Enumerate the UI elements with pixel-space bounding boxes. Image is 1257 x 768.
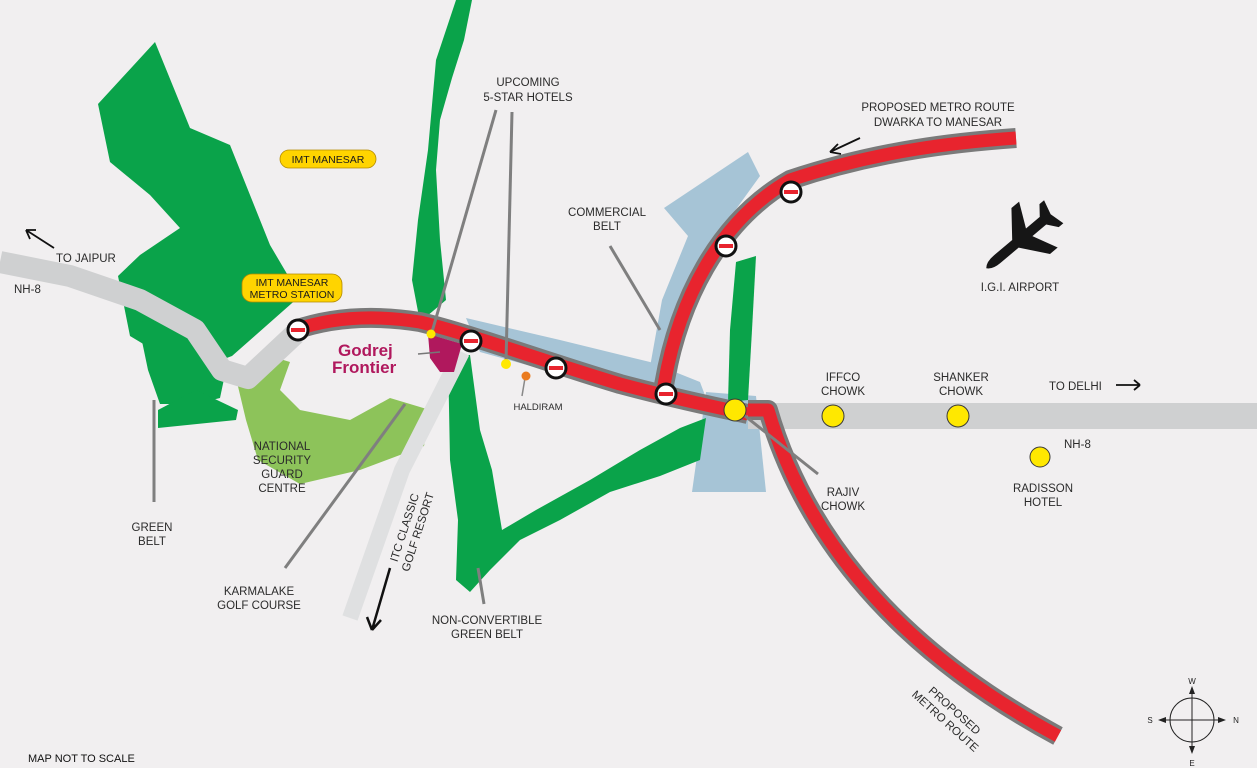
airplane-icon: [986, 200, 1064, 269]
svg-text:SECURITY: SECURITY: [253, 455, 311, 467]
svg-text:UPCOMING: UPCOMING: [496, 77, 559, 89]
svg-text:GOLF COURSE: GOLF COURSE: [217, 600, 301, 612]
svg-text:I.G.I. AIRPORT: I.G.I. AIRPORT: [981, 282, 1059, 294]
svg-text:GREEN: GREEN: [132, 522, 173, 534]
svg-text:NON-CONVERTIBLE: NON-CONVERTIBLE: [432, 615, 543, 627]
nh8-highway-west: [0, 251, 303, 389]
map-labels: TO JAIPUR NH-8 UPCOMING 5-STAR HOTELS PR…: [14, 77, 1102, 755]
godrej-frontier-label-line2: Frontier: [332, 358, 397, 377]
svg-text:RADISSON: RADISSON: [1013, 483, 1073, 495]
svg-text:COMMERCIAL: COMMERCIAL: [568, 207, 647, 219]
svg-text:NH-8: NH-8: [1064, 439, 1091, 451]
imt-manesar-badge: IMT MANESAR: [279, 149, 377, 169]
arrow-icon: [25, 137, 1141, 391]
map-not-to-scale-note: MAP NOT TO SCALE: [28, 753, 135, 765]
imt-manesar-metro-station-badge: IMT MANESAR METRO STATION: [241, 273, 343, 303]
svg-text:GUARD: GUARD: [261, 469, 303, 481]
godrej-frontier-plot: [428, 334, 462, 372]
metro-station-icon: [286, 180, 803, 406]
svg-text:BELT: BELT: [138, 536, 166, 548]
svg-text:CHOWK: CHOWK: [821, 501, 865, 513]
svg-text:N: N: [1233, 716, 1239, 725]
svg-text:SHANKER: SHANKER: [933, 372, 989, 384]
svg-text:NH-8: NH-8: [14, 284, 41, 296]
karmalake-golf-course-area: [236, 356, 430, 484]
svg-text:RAJIV: RAJIV: [827, 487, 860, 499]
svg-text:PROPOSED METRO ROUTE: PROPOSED METRO ROUTE: [861, 102, 1015, 114]
location-marker-icons: [426, 329, 1051, 468]
compass-rose-icon: W E S N: [1147, 677, 1239, 768]
svg-text:CHOWK: CHOWK: [939, 386, 983, 398]
svg-text:GREEN BELT: GREEN BELT: [451, 629, 523, 641]
svg-text:KARMALAKE: KARMALAKE: [224, 586, 295, 598]
svg-text:HALDIRAM: HALDIRAM: [513, 402, 562, 413]
itc-direction-arrow: [365, 567, 392, 631]
svg-text:IMT MANESAR: IMT MANESAR: [292, 154, 365, 166]
svg-text:CHOWK: CHOWK: [821, 386, 865, 398]
godrej-frontier-label-line1: Godrej: [338, 341, 393, 360]
svg-text:CENTRE: CENTRE: [258, 483, 306, 495]
svg-text:BELT: BELT: [593, 221, 621, 233]
svg-text:E: E: [1189, 759, 1194, 768]
svg-text:DWARKA TO MANESAR: DWARKA TO MANESAR: [874, 117, 1002, 129]
svg-text:S: S: [1147, 716, 1152, 725]
svg-text:W: W: [1188, 677, 1196, 686]
svg-text:METRO STATION: METRO STATION: [250, 289, 335, 301]
svg-text:IFFCO: IFFCO: [826, 372, 861, 384]
itc-golf-resort-road: [342, 348, 470, 621]
svg-text:HOTEL: HOTEL: [1024, 497, 1063, 509]
label-pointer-lines: [152, 109, 819, 605]
haldiram-pointer: [521, 377, 526, 397]
godrej-frontier-pointer: [417, 351, 441, 355]
svg-text:5-STAR HOTELS: 5-STAR HOTELS: [483, 92, 573, 104]
svg-text:TO JAIPUR: TO JAIPUR: [56, 253, 116, 265]
svg-text:TO DELHI: TO DELHI: [1049, 381, 1102, 393]
svg-text:IMT MANESAR: IMT MANESAR: [256, 277, 329, 289]
svg-text:NATIONAL: NATIONAL: [254, 441, 311, 453]
